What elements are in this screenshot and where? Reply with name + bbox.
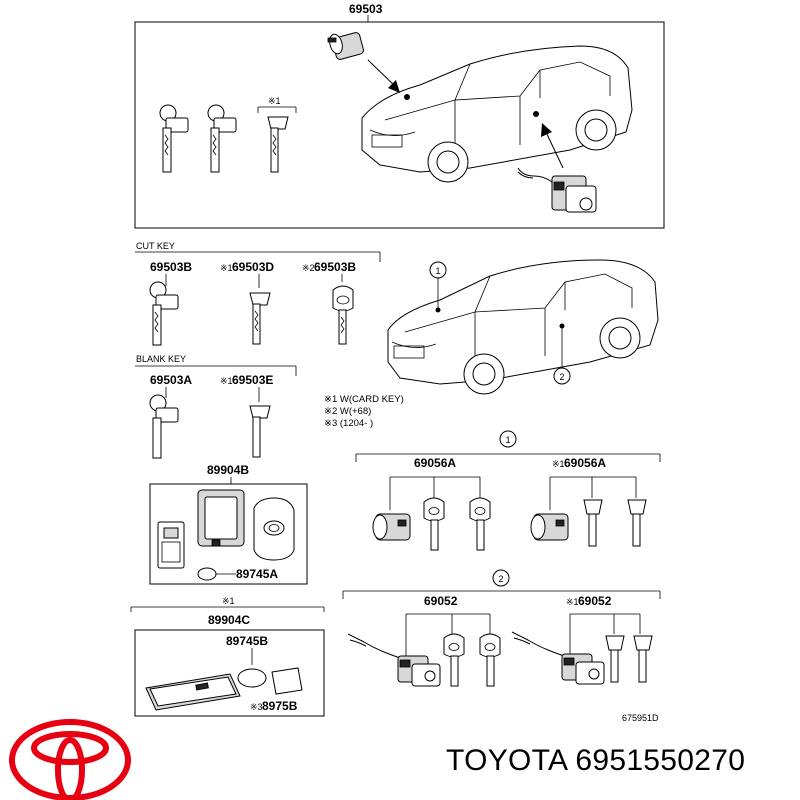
key-icon <box>159 104 189 173</box>
note-3: ※3 (1204- ) <box>324 418 373 429</box>
card-key-marker: ※1 <box>222 596 235 606</box>
key-icon <box>249 405 271 458</box>
cut-key-part-3: 69503B <box>314 260 356 274</box>
callout-circle <box>429 261 447 279</box>
door-lock-cylinder-icon <box>511 631 605 685</box>
key-icon <box>479 633 501 687</box>
door-lock-cylinder-icon <box>517 167 597 213</box>
cut-key-part-2: 69503D <box>232 260 274 274</box>
group1-part-2: 69056A <box>564 456 606 470</box>
brand-name: TOYOTA <box>446 744 567 777</box>
key-icon <box>627 499 647 547</box>
card-key-sub-part: 8975B <box>262 699 298 713</box>
cut-key-title: CUT KEY <box>136 241 175 251</box>
key-icon <box>207 104 237 173</box>
key-icon <box>443 633 465 687</box>
callout-circle <box>553 367 571 385</box>
key-icon <box>583 499 603 547</box>
ignition-cylinder-icon <box>327 32 364 60</box>
card-key-box <box>134 629 325 717</box>
blank-key-part-1: 69503A <box>150 373 192 387</box>
card-sub-part-icon <box>271 667 303 695</box>
cut-key-marker-2: ※1 <box>220 263 233 273</box>
group2-part-1: 69052 <box>424 594 458 608</box>
group2-circle-label: 2 <box>498 574 503 584</box>
card-key-part: 89904C <box>208 613 250 627</box>
key-icon <box>469 497 491 551</box>
key-icon <box>149 281 179 346</box>
key-icon <box>149 394 179 459</box>
cut-key-part-1: 69503B <box>150 260 192 274</box>
card-key-sub-marker: ※3 <box>250 702 263 712</box>
brand-footer: TOYOTA 6951550270 <box>446 744 745 778</box>
key-icon <box>605 635 625 683</box>
note-1: ※1 W(CARD KEY) <box>324 394 404 405</box>
top-box <box>134 21 665 229</box>
callout-label: 1 <box>435 266 440 276</box>
key-icon <box>249 292 271 345</box>
group1-part-1: 69056A <box>414 456 456 470</box>
cut-key-marker-3: ※2 <box>302 263 315 273</box>
diagram-code: 675951D <box>622 713 659 723</box>
blank-key-marker-2: ※1 <box>220 376 233 386</box>
door-lock-cylinder-icon <box>347 633 441 687</box>
part-number: 6951550270 <box>575 744 746 777</box>
vehicle-illustration <box>361 45 633 183</box>
group2-circle <box>492 569 510 587</box>
key-icon <box>423 497 445 551</box>
callout-label: 2 <box>559 372 564 382</box>
smart-key-box <box>149 483 308 585</box>
toyota-logo-icon <box>9 719 131 800</box>
battery-icon <box>197 567 217 581</box>
blank-key-title: BLANK KEY <box>136 354 186 364</box>
vehicle-illustration <box>387 259 659 395</box>
top-marker: ※1 <box>268 96 281 106</box>
key-icon <box>332 285 354 345</box>
smart-key-battery: 89745A <box>236 567 278 581</box>
key-icon <box>633 635 653 683</box>
group1-marker-2: ※1 <box>552 459 565 469</box>
ignition-cylinder-icon <box>530 513 569 541</box>
smart-key-part: 89904B <box>207 463 249 477</box>
note-2: ※2 W(+68) <box>324 406 371 417</box>
smart-key-icon <box>157 489 295 569</box>
group2-marker-2: ※1 <box>566 597 579 607</box>
group1-circle-label: 1 <box>505 435 510 445</box>
top-part-label: 69503 <box>349 2 383 16</box>
arrow-icon <box>541 123 564 169</box>
blank-key-part-2: 69503E <box>232 373 273 387</box>
group1-circle <box>499 430 517 448</box>
arrow-icon <box>367 59 400 93</box>
key-icon <box>267 116 289 173</box>
group2-part-2: 69052 <box>578 594 612 608</box>
battery-icon <box>237 668 267 688</box>
ignition-cylinder-icon <box>372 513 411 541</box>
card-key-icon <box>145 673 241 711</box>
card-key-battery: 89745B <box>226 634 268 648</box>
